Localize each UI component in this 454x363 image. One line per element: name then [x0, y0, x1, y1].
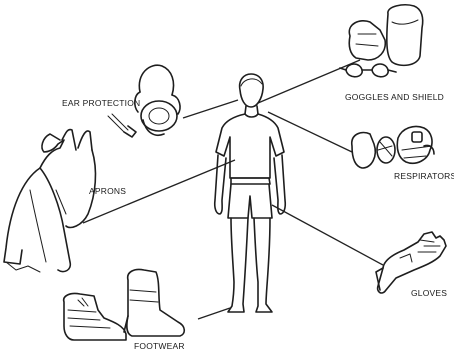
- glove-icon: [376, 232, 446, 293]
- label-footwear: FOOTWEAR: [134, 341, 185, 351]
- connector-gloves: [272, 205, 383, 265]
- label-aprons: APRONS: [89, 186, 126, 196]
- connector-footwear: [198, 308, 230, 319]
- label-respirators: RESPIRATORS: [394, 171, 454, 181]
- label-ear-protection: EAR PROTECTION: [62, 98, 140, 108]
- person-figure: [215, 74, 286, 312]
- respirator-icon: [352, 126, 434, 168]
- connector-ear: [183, 100, 238, 118]
- label-gloves: GLOVES: [411, 288, 447, 298]
- connector-respirators: [268, 112, 352, 152]
- goggles-shield-icon: [340, 5, 423, 77]
- boot-icon: [64, 269, 185, 340]
- label-goggles-and-shield: GOGGLES AND SHIELD: [345, 92, 444, 102]
- apron-icon: [4, 129, 95, 272]
